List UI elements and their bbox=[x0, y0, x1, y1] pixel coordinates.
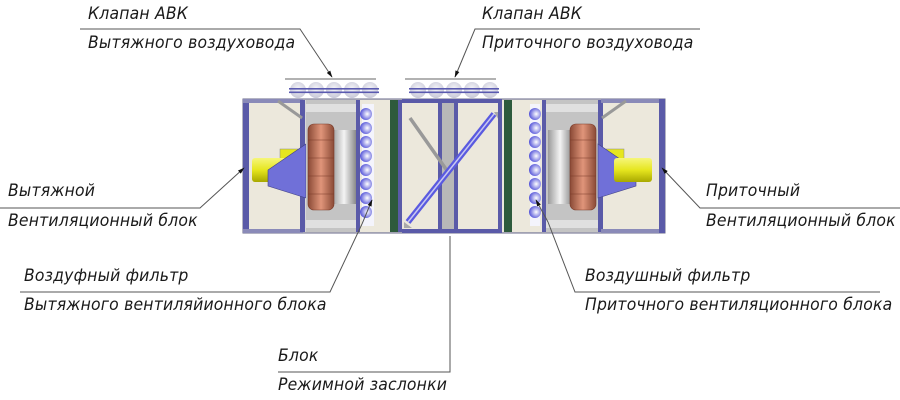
supply-valve-label-2: Приточного воздуховода bbox=[482, 33, 694, 53]
supply-valve-label-1: Клапан АВК bbox=[482, 4, 583, 24]
damper-block-label-2: Режимной заслонки bbox=[278, 375, 448, 395]
supply-filter bbox=[502, 100, 546, 232]
leader-lines bbox=[0, 28, 900, 373]
damper-block-label-1: Блок bbox=[278, 346, 319, 366]
exhaust-filter-label-2: Вытяжного вентиляйионного блока bbox=[24, 295, 327, 315]
exhaust-filter bbox=[360, 100, 402, 232]
supply-valve bbox=[405, 78, 499, 98]
damper-block bbox=[402, 99, 502, 233]
exhaust-valve bbox=[285, 78, 379, 98]
exhaust-fan-label-2: Вентиляционный блок bbox=[8, 211, 198, 231]
supply-fan-label-2: Вентиляционный блок bbox=[706, 211, 896, 231]
exhaust-fan-block bbox=[243, 99, 360, 233]
exhaust-filter-label-1: Воздуфный фильтр bbox=[24, 266, 189, 286]
supply-filter-label-1: Воздушный фильтр bbox=[585, 266, 751, 286]
exhaust-fan-label-1: Вытяжной bbox=[8, 181, 96, 201]
supply-filter-label-2: Приточного вентиляционного блока bbox=[585, 295, 893, 315]
supply-fan-block bbox=[546, 99, 665, 233]
supply-fan-label-1: Приточный bbox=[706, 181, 801, 201]
exhaust-valve-label-2: Вытяжного воздуховода bbox=[88, 33, 296, 53]
exhaust-valve-label-1: Клапан АВК bbox=[88, 4, 189, 24]
